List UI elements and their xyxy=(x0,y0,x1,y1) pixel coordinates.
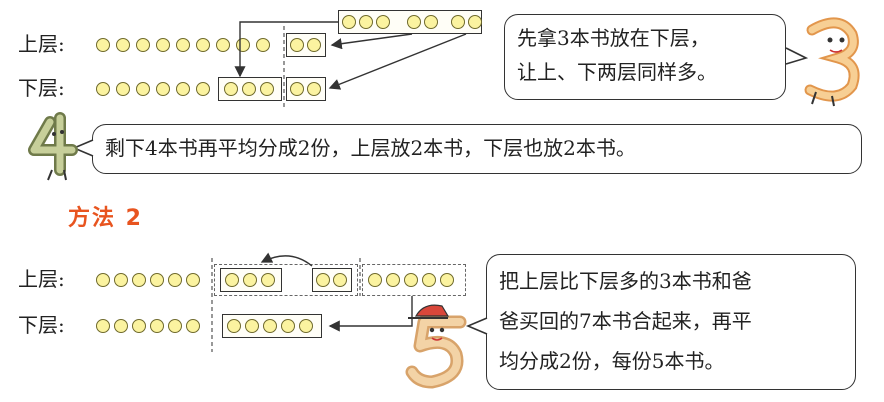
digit-4-character-icon xyxy=(28,112,78,181)
method2-combined-dashed-box xyxy=(214,264,358,296)
method1-lower-three-box xyxy=(218,77,282,101)
method2-upper-three-box xyxy=(220,268,282,292)
method1-summary-bubble: 剩下4本书再平均分成2份，上层放2本书，下层也放2本书。 xyxy=(92,124,862,174)
method1-upper-label: 上层: xyxy=(18,32,65,56)
method2-title: 方法 2 xyxy=(68,206,143,231)
method1-extra-books-box xyxy=(338,10,482,34)
method2-upper-label: 上层: xyxy=(18,267,65,291)
method2-lower-five-box xyxy=(222,314,322,338)
method2-speech-bubble: 把上层比下层多的3本书和爸 爸买回的7本书合起来，再平 均分成2份，每份5本书。 xyxy=(486,254,856,390)
method1-upper-pair-box xyxy=(286,33,326,57)
method1-lower-label: 下层: xyxy=(18,76,65,100)
digit-3-character-icon xyxy=(804,17,860,107)
method1-speech-bubble: 先拿3本书放在下层， 让上、下两层同样多。 xyxy=(504,14,786,100)
method2-extra-books-dashed-box xyxy=(362,264,466,296)
digit-5-character-icon xyxy=(405,304,467,389)
method1-lower-pair-box xyxy=(286,77,326,101)
method2-lower-label: 下层: xyxy=(18,313,65,337)
method2-upper-pair-box xyxy=(312,268,352,292)
